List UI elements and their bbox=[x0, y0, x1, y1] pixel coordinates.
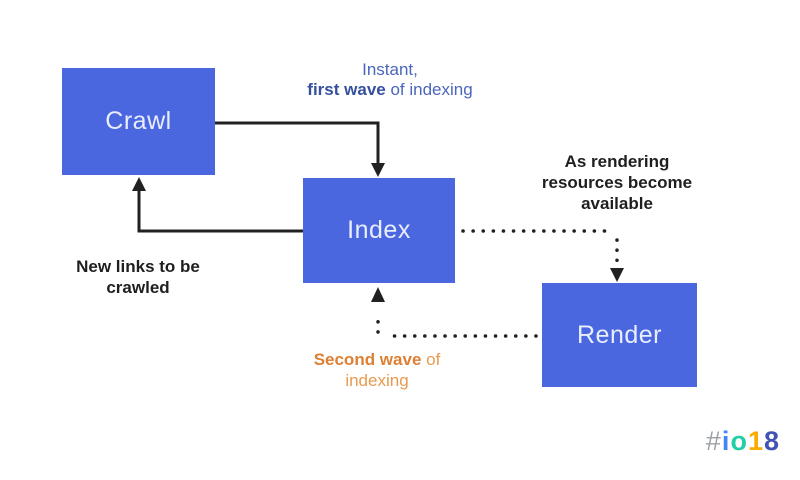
label-line: indexing bbox=[345, 371, 409, 390]
label-second-wave-of-indexing: Second wave of indexing bbox=[277, 349, 477, 391]
label-line: Second wave of bbox=[277, 349, 477, 370]
node-index-label: Index bbox=[347, 216, 411, 244]
label-line: first wave of indexing bbox=[280, 80, 500, 100]
io18-logo: #io18 bbox=[688, 426, 780, 457]
label-rest-part: of indexing bbox=[385, 80, 473, 99]
arrow-index-to-crawl bbox=[132, 177, 303, 233]
label-rest-part: of bbox=[421, 350, 441, 369]
node-crawl: Crawl bbox=[62, 68, 215, 175]
dotted-arrow-render-to-index bbox=[371, 287, 538, 338]
logo-one-char: 1 bbox=[747, 426, 764, 456]
label-line: Instant, bbox=[362, 60, 418, 79]
label-line: available bbox=[581, 194, 653, 213]
label-bold-part: Second wave bbox=[313, 350, 422, 369]
label-rendering-resources: As rendering resources become available bbox=[527, 151, 707, 214]
arrow-crawl-to-index bbox=[215, 121, 385, 177]
node-render: Render bbox=[542, 283, 697, 387]
arrowhead-down-icon bbox=[610, 268, 624, 282]
label-line: resources become bbox=[541, 173, 693, 192]
label-bold-part: first wave bbox=[307, 80, 386, 99]
label-line: crawled bbox=[106, 278, 170, 297]
arrowhead-up-icon bbox=[371, 287, 385, 302]
dotted-arrow-index-to-render bbox=[461, 229, 624, 282]
node-crawl-label: Crawl bbox=[105, 107, 172, 135]
label-line: As rendering bbox=[564, 152, 670, 171]
arrowhead-up-icon bbox=[132, 177, 146, 191]
logo-o-char: o bbox=[730, 426, 748, 456]
label-first-wave-of-indexing: Instant, first wave of indexing bbox=[280, 60, 500, 100]
logo-eight-char: 8 bbox=[763, 426, 780, 456]
arrowhead-down-icon bbox=[371, 163, 385, 177]
label-new-links: New links to be crawled bbox=[58, 256, 218, 298]
node-render-label: Render bbox=[577, 320, 662, 349]
label-line: New links to be bbox=[76, 257, 200, 276]
node-index: Index bbox=[303, 178, 455, 283]
logo-hash-char: # bbox=[705, 426, 722, 456]
logo-i-char: i bbox=[721, 426, 731, 456]
